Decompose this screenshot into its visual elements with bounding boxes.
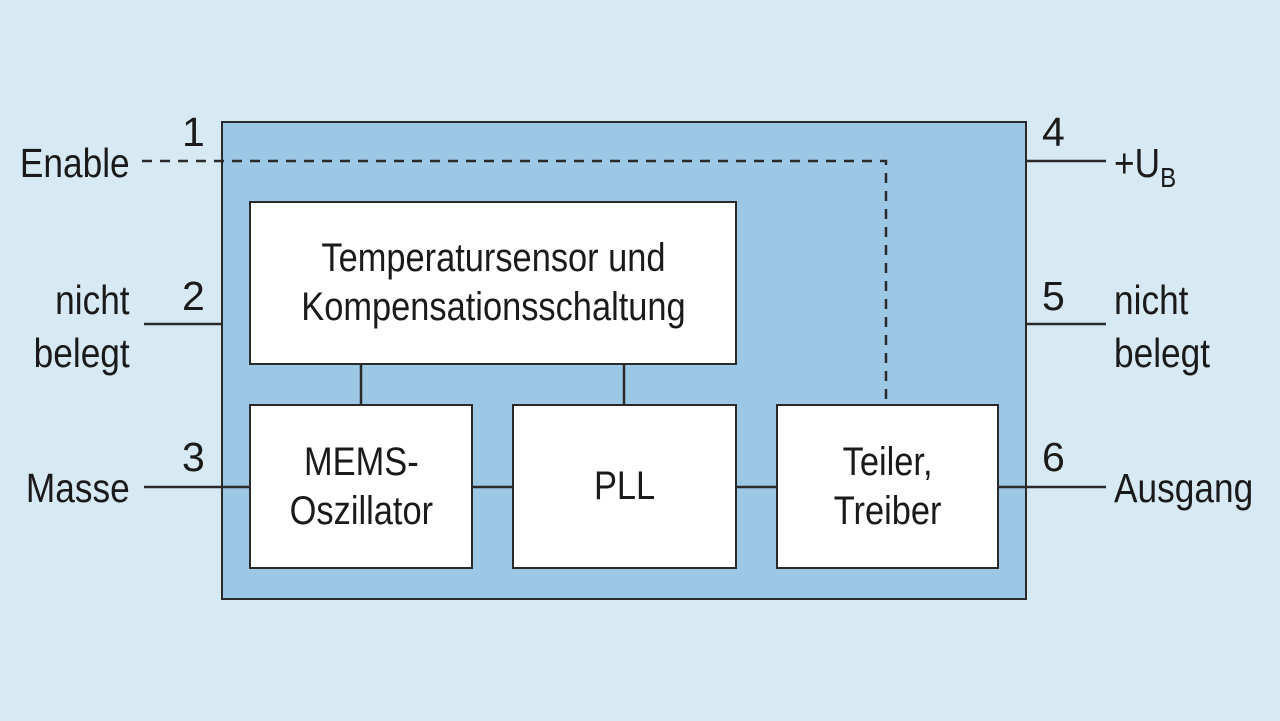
divider-driver-block: Teiler, Treiber: [776, 404, 999, 569]
mems-oscillator-block: MEMS- Oszillator: [249, 404, 473, 569]
pin4-label: +UB: [1114, 143, 1176, 192]
teiler-block-line1: Teiler,: [842, 439, 933, 484]
pin5-label-line2: belegt: [1114, 330, 1211, 376]
pin1-number: 1: [182, 109, 205, 155]
pin6-number: 6: [1042, 434, 1065, 480]
pin3-number: 3: [182, 434, 205, 480]
temperature-compensation-block: Temperatursensor und Kompensationsschalt…: [249, 201, 737, 365]
pin5-number: 5: [1042, 273, 1065, 319]
pll-block-label: PLL: [593, 464, 656, 509]
pin2-number: 2: [182, 273, 205, 319]
pll-block: PLL: [512, 404, 737, 569]
mems-block-line1: MEMS-: [303, 439, 419, 484]
pin5-label-line1: nicht: [1114, 277, 1189, 323]
temp-block-line2: Kompensationsschaltung: [300, 285, 686, 329]
pin4-number: 4: [1042, 109, 1065, 155]
pin1-label: Enable: [20, 140, 130, 186]
pin4-label-main: +U: [1114, 140, 1161, 186]
temp-block-line1: Temperatursensor und: [320, 236, 666, 281]
teiler-block-line2: Treiber: [833, 488, 942, 533]
enable-line: [142, 159, 888, 404]
mems-block-line2: Oszillator: [289, 488, 433, 533]
pin2-label-line2: belegt: [33, 330, 130, 376]
pin4-label-sub: B: [1160, 162, 1177, 193]
pin3-label: Masse: [26, 465, 130, 511]
pin2-label-line1: nicht: [55, 277, 130, 323]
pin6-label: Ausgang: [1114, 465, 1254, 511]
